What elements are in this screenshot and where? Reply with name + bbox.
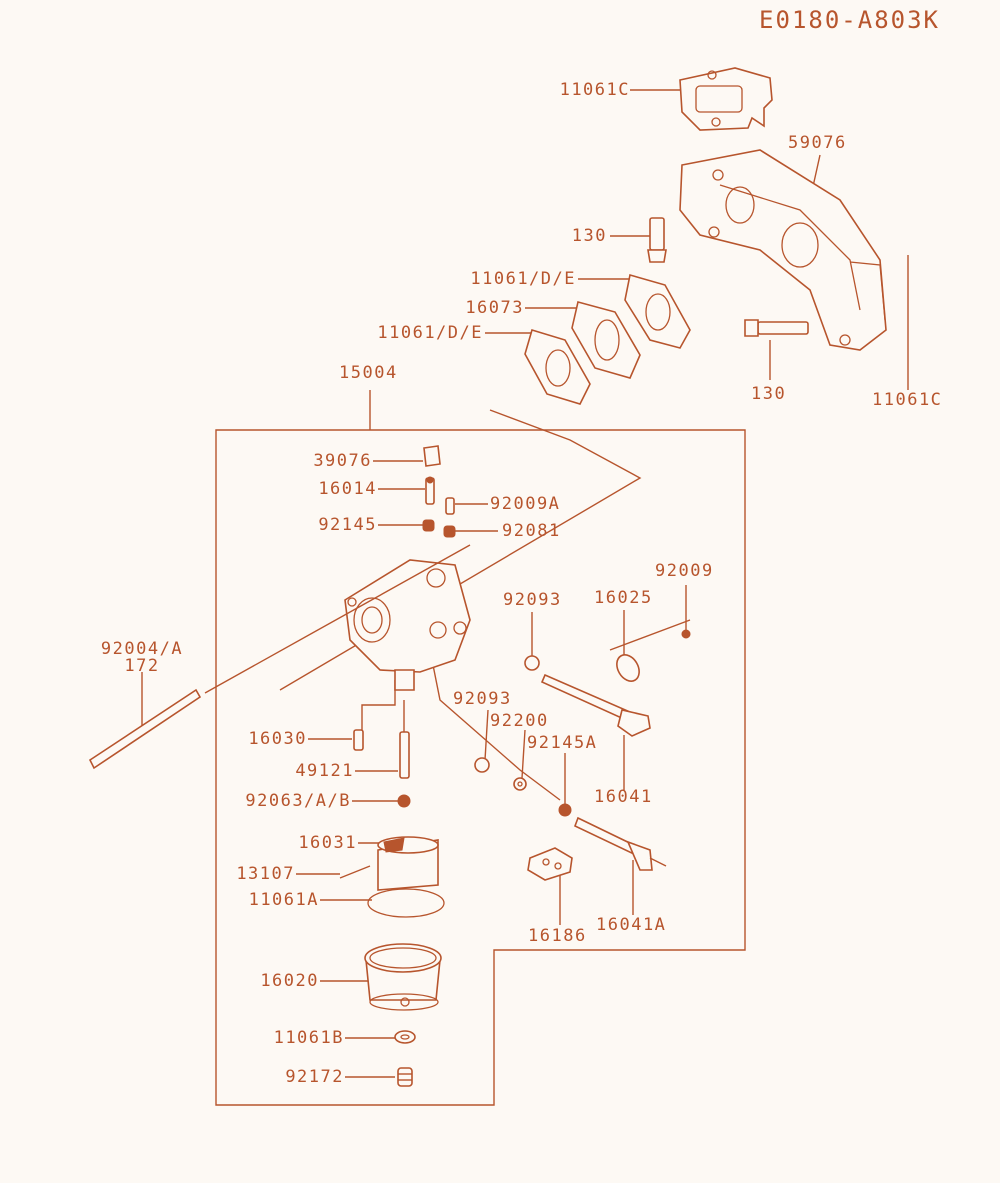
callout-92004a: 92004/A [100,639,184,659]
gasket-11061a-icon [367,888,445,918]
callout-49121: 49121 [295,761,354,781]
callout-11061-de-front: 11061/D/E [377,323,483,343]
callout-59076: 59076 [788,133,847,153]
o-ring-92081-icon [443,525,456,538]
callout-11061c-side: 11061C [872,390,943,410]
callout-13107: 13107 [236,864,295,884]
callout-92009: 92009 [655,561,714,581]
callout-92145: 92145 [318,515,377,535]
stud-92004a-icon [88,544,471,770]
callout-92009a: 92009A [490,494,561,514]
callout-130-upper: 130 [571,226,607,246]
callout-172: 172 [124,656,160,676]
seal-92093-a-icon [524,655,540,671]
bolt-92172-icon [397,1067,413,1087]
nozzle-49121-icon [399,700,410,779]
callout-16031: 16031 [298,833,357,853]
callout-16030: 16030 [248,729,307,749]
callout-92200: 92200 [490,711,549,731]
callout-16020: 16020 [260,971,319,991]
washer-11061b-icon [394,1030,416,1044]
float-pin-13107-icon [339,865,371,879]
o-ring-92145-icon [422,519,435,532]
gasket-92063-icon [397,794,411,808]
choke-plate-16186-icon [527,847,573,881]
callout-130-lower: 130 [751,384,787,404]
callout-92145a: 92145A [527,733,598,753]
callout-92093-lower: 92093 [453,689,512,709]
choke-lever-39076-icon [423,445,441,467]
gasket-11061c-top-icon [679,67,773,131]
seal-92093-b-icon [474,757,490,773]
callout-92093-upper: 92093 [503,590,562,610]
callout-11061a: 11061A [248,890,319,910]
bolt-130-upper-icon [647,217,667,263]
callout-16186: 16186 [528,926,587,946]
callout-16041a: 16041A [596,915,667,935]
diagram-code: E0180-A803K [759,6,940,34]
muffler-59076-icon [679,149,887,351]
gasket-11061-de-rear-icon [624,273,691,349]
main-jet-16030-icon [353,729,364,751]
throttle-plate-16025-icon [616,654,640,682]
gasket-11061-de-front-icon [524,328,591,405]
washer-92200-icon [513,777,527,791]
o-ring-92145a-icon [558,803,572,817]
carburetor-assembly-outline [215,429,746,1106]
choke-shaft-16041a-icon [573,816,667,871]
float-16031-icon [377,836,439,891]
screw-92009-icon [681,629,691,639]
screw-92009a-icon [445,497,455,515]
callout-39076: 39076 [313,451,372,471]
callout-15004: 15004 [339,363,398,383]
callout-16041: 16041 [594,787,653,807]
callout-11061-de-rear: 11061/D/E [470,269,576,289]
callout-92172: 92172 [285,1067,344,1087]
pilot-jet-16014-icon [425,476,435,505]
callout-11061b: 11061B [273,1028,344,1048]
callout-16014: 16014 [318,479,377,499]
float-bowl-16020-icon [364,943,442,1011]
throttle-shaft-16041-icon [540,673,651,737]
carburetor-body-icon [344,559,471,691]
callout-92063ab: 92063/A/B [245,791,351,811]
callout-11061c-top: 11061C [559,80,630,100]
callout-92081: 92081 [502,521,561,541]
bolt-130-lower-icon [744,319,809,337]
insulator-16073-icon [571,301,641,379]
callout-16025: 16025 [594,588,653,608]
callout-16073: 16073 [465,298,524,318]
